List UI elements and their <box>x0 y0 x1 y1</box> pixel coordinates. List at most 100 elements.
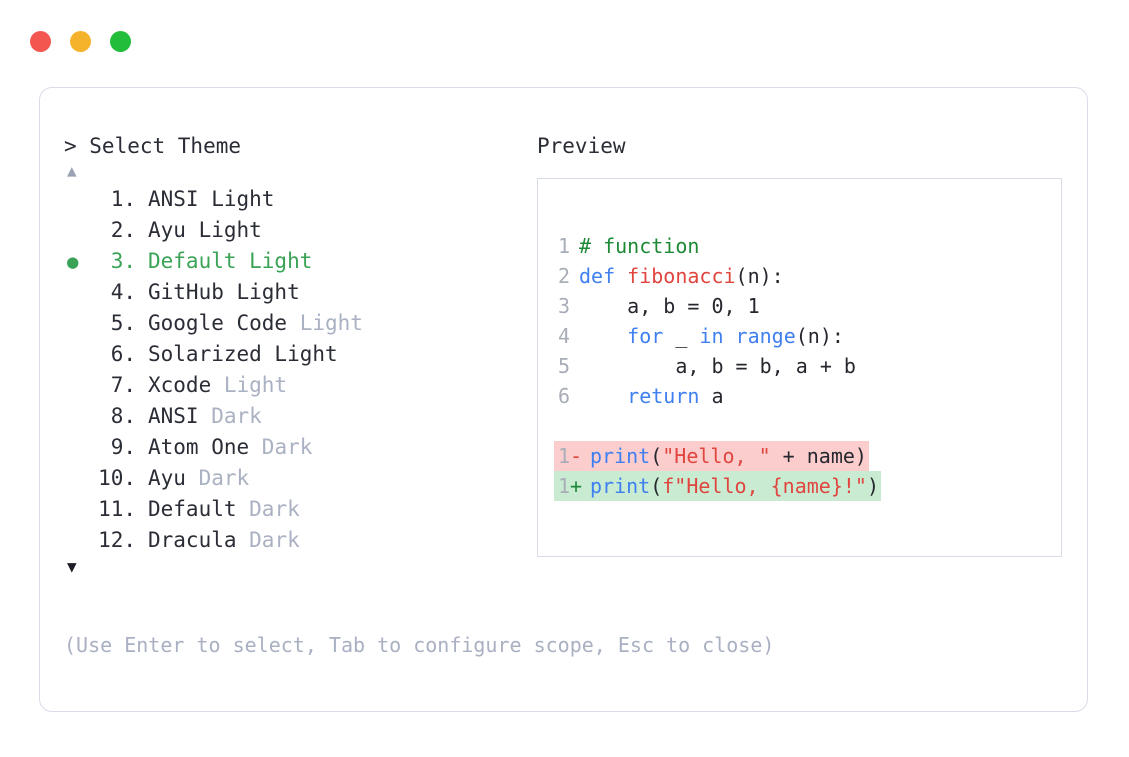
bullet-spacer <box>64 464 92 494</box>
code-token-plain: (n): <box>795 324 844 348</box>
theme-item-variant: Dark <box>249 497 300 521</box>
theme-list-item[interactable]: 1. ANSI Light <box>64 184 534 215</box>
code-token-keyword: for <box>627 324 664 348</box>
bullet-spacer <box>64 185 92 215</box>
diff-added-line: 1+print(f"Hello, {name}!") <box>554 471 882 501</box>
code-line-text: return a <box>570 381 723 411</box>
keyboard-hint: (Use Enter to select, Tab to configure s… <box>64 633 775 657</box>
bullet-spacer <box>64 278 92 308</box>
code-line: 6 return a <box>554 381 1061 411</box>
theme-item-number: 12. <box>98 528 136 552</box>
theme-item-number: 2. <box>98 218 136 242</box>
theme-item-variant: Dark <box>211 404 262 428</box>
theme-list[interactable]: 1. ANSI Light 2. Ayu Light ● 3. Default Ligh… <box>64 184 534 556</box>
code-token-keyword: in range <box>699 324 796 348</box>
theme-list-item[interactable]: 4.GitHub Light <box>64 277 534 308</box>
code-token-plain: a, b = b, a + b <box>579 354 856 378</box>
bullet-spacer <box>64 526 92 556</box>
line-number: 1 <box>557 444 570 468</box>
code-line-text: # function <box>570 231 699 261</box>
code-token-comment: # function <box>579 234 700 258</box>
line-number: 6 <box>557 384 570 408</box>
code-token-plain: ( <box>650 444 663 468</box>
theme-item-number: 1. <box>98 187 136 211</box>
theme-item-name: Default Light <box>148 249 313 273</box>
code-token-plain <box>579 384 627 408</box>
code-line-text: a, b = 0, 1 <box>570 291 760 321</box>
code-token-keyword: print <box>590 444 651 468</box>
prompt-label: > Select Theme <box>64 134 242 158</box>
line-number: 2 <box>557 264 570 288</box>
code-line: 1 # function <box>554 231 1061 261</box>
theme-item-number: 8. <box>98 404 136 428</box>
code-line: 5 a, b = b, a + b <box>554 351 1061 381</box>
line-number: 1 <box>557 474 570 498</box>
theme-list-item[interactable]: 5. Google Code Light <box>64 308 534 339</box>
theme-list-item[interactable]: 2. Ayu Light <box>64 215 534 246</box>
bullet-spacer <box>64 433 92 463</box>
theme-item-name: ANSI Light <box>148 187 275 211</box>
theme-item-variant: Light <box>223 373 288 397</box>
code-token-plain: a, b = 0, 1 <box>579 294 760 318</box>
code-token-plain: + name) <box>770 444 867 468</box>
scroll-down-icon[interactable]: ▼ <box>67 557 77 576</box>
theme-item-number: 7. <box>98 373 136 397</box>
theme-item-number: 10. <box>98 466 136 490</box>
diff-lines: 1-print("Hello, " + name)1+print(f"Hello… <box>554 441 1061 501</box>
code-line-text: def fibonacci(n): <box>570 261 784 291</box>
code-token-plain: _ <box>663 324 700 348</box>
diff-line-text: print(f"Hello, {name}!") <box>581 471 879 501</box>
code-line-text: for _ in range(n): <box>570 321 844 351</box>
theme-list-item[interactable]: 12. Dracula Dark <box>64 525 534 556</box>
theme-item-name: Google Code Light <box>148 311 363 335</box>
preview-label: Preview <box>537 134 626 158</box>
theme-item-number: 9. <box>98 435 136 459</box>
theme-list-item[interactable]: 9. Atom One Dark <box>64 432 534 463</box>
theme-item-number: 5. <box>98 311 136 335</box>
code-token-keyword: return <box>627 384 700 408</box>
theme-item-variant: Light <box>299 311 363 335</box>
bullet-spacer <box>64 371 92 401</box>
theme-selection-pane: > Select Theme ▲ 1. ANSI Light 2. Ayu Ligh… <box>64 132 534 578</box>
diff-plus-icon: + <box>570 474 583 498</box>
theme-list-item[interactable]: 7. Xcode Light <box>64 370 534 401</box>
diff-line-text: print("Hello, " + name) <box>581 441 867 471</box>
code-line: 4 for _ in range(n): <box>554 321 1061 351</box>
theme-list-item[interactable]: 10.Ayu Dark <box>64 463 534 494</box>
theme-list-item[interactable]: 11.Default Dark <box>64 494 534 525</box>
theme-item-name: Default Dark <box>148 497 300 521</box>
selected-bullet-icon: ● <box>67 251 79 273</box>
code-line: 3 a, b = 0, 1 <box>554 291 1061 321</box>
bullet-spacer <box>64 216 92 246</box>
diff-removed-line: 1-print("Hello, " + name) <box>554 441 869 471</box>
theme-item-name: Xcode Light <box>148 373 288 397</box>
code-token-string: f"Hello, {name}!" <box>662 474 867 498</box>
window-traffic-lights <box>30 31 131 52</box>
theme-item-number: 3. <box>98 249 136 273</box>
theme-item-variant: Dark <box>261 435 313 459</box>
line-number: 1 <box>557 234 570 258</box>
close-button[interactable] <box>30 31 51 52</box>
theme-item-name: Ayu Light <box>148 218 262 242</box>
scroll-up-icon[interactable]: ▲ <box>67 161 77 180</box>
theme-item-name: Dracula Dark <box>148 528 300 552</box>
theme-item-name: ANSI Dark <box>148 404 262 428</box>
theme-list-item[interactable]: 6.Solarized Light <box>64 339 534 370</box>
minimize-button[interactable] <box>70 31 91 52</box>
maximize-button[interactable] <box>110 31 131 52</box>
code-token-keyword: def <box>579 264 628 288</box>
line-number: 5 <box>557 354 570 378</box>
diff-minus-icon: - <box>570 444 583 468</box>
theme-list-item[interactable]: ● 3. Default Light <box>64 246 534 277</box>
theme-item-name: Atom One Dark <box>148 435 313 459</box>
theme-list-item[interactable]: 8. ANSI Dark <box>64 401 534 432</box>
theme-item-name: GitHub Light <box>148 280 300 304</box>
code-token-plain: ( <box>650 474 663 498</box>
code-token-func: fibonacci <box>627 264 736 288</box>
line-number: 4 <box>557 324 570 348</box>
